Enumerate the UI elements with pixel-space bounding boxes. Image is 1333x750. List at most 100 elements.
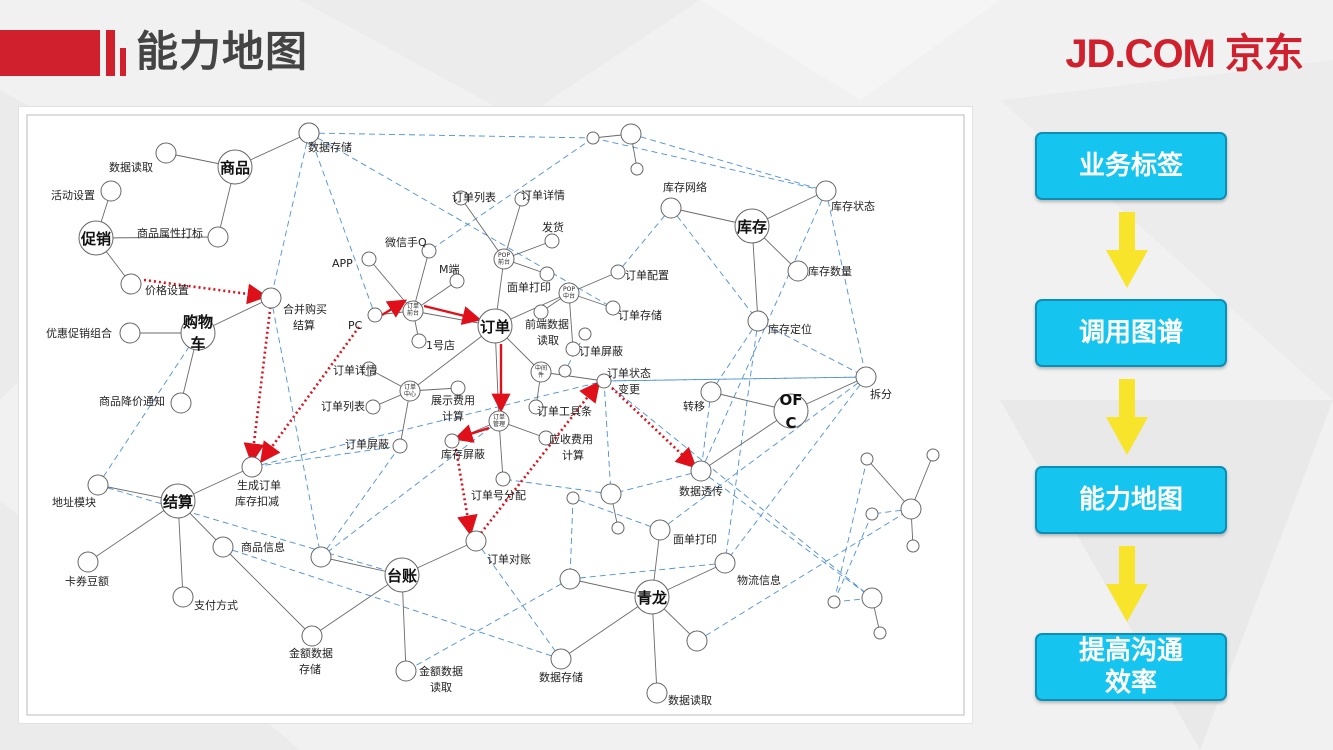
- node-label: 订单详情: [521, 188, 565, 202]
- graph-node: [538, 430, 554, 446]
- dashed-edge: [592, 137, 827, 192]
- solid-edge: [700, 410, 792, 472]
- hub-label-stock: 库存: [737, 218, 767, 236]
- graph-node: [544, 233, 560, 249]
- node-label: 数据存储: [308, 140, 352, 154]
- node-label: 拆分: [870, 387, 892, 401]
- solid-edge: [866, 458, 912, 510]
- graph-node: [865, 507, 879, 521]
- dashed-edge: [825, 190, 867, 378]
- node-label: 价格设置: [145, 283, 189, 297]
- graph-node: [399, 380, 421, 402]
- node-label: 订单号分配: [471, 489, 526, 502]
- node-label: 计算: [562, 448, 584, 462]
- node-label: 库存屏蔽: [441, 447, 485, 461]
- graph-node: [180, 315, 216, 351]
- node-label: 面单打印: [507, 280, 551, 294]
- graph-node: [620, 123, 642, 145]
- graph-node: [528, 399, 544, 415]
- dashed-edge: [308, 132, 614, 309]
- highlight-arrow: [611, 387, 697, 469]
- graph-node: [734, 208, 770, 244]
- graph-node: [365, 399, 381, 415]
- node-label: 金额数据: [289, 646, 333, 660]
- hub-label-qinglong: 青龙: [637, 589, 667, 607]
- down-arrow-icon: [1106, 546, 1148, 622]
- graph-nodes: [77, 122, 940, 704]
- graph-node: [550, 648, 572, 670]
- node-label: 订单列表: [452, 190, 496, 204]
- node-label: 库存状态: [831, 199, 875, 213]
- dashed-edge: [270, 132, 310, 299]
- graph-node: [493, 248, 515, 270]
- dashed-edge: [251, 445, 401, 468]
- node-label: 发货: [542, 220, 564, 234]
- graph-node: [906, 539, 920, 553]
- dashed-edge: [270, 297, 322, 558]
- dashed-edge: [833, 458, 868, 603]
- flow-step-label: 提高沟通 效率: [1078, 636, 1183, 698]
- node-label: 订单屏蔽: [345, 438, 389, 451]
- graph-node: [449, 273, 465, 289]
- highlight-arrow: [259, 326, 361, 464]
- highlight-edges: [143, 278, 697, 537]
- node-label: 应收费用: [549, 432, 593, 446]
- graph-node: [900, 498, 922, 520]
- node-label: 订单详情: [333, 363, 377, 377]
- hub-label-settle: 结算: [163, 493, 193, 511]
- dashed-edge: [320, 420, 500, 558]
- node-label: 库存数量: [808, 264, 852, 278]
- graph-node: [610, 264, 626, 280]
- hub-label-ledger: 台账: [387, 567, 417, 585]
- dashed-edge: [97, 484, 403, 576]
- node-label: 变更: [618, 382, 640, 396]
- dashed-edge: [475, 540, 562, 660]
- node-label: 合并购买: [283, 302, 327, 316]
- graph-node: [212, 536, 234, 558]
- solid-edge: [560, 596, 653, 660]
- graph-node: [155, 142, 177, 164]
- dashed-edge: [724, 320, 759, 564]
- dashed-edge: [428, 137, 594, 252]
- dashed-edge: [871, 508, 912, 515]
- jd-logo: JD.COM 京东: [1065, 32, 1304, 76]
- node-tiny-label: 订单前台: [407, 302, 419, 317]
- graph-node: [217, 149, 253, 185]
- graph-node: [453, 190, 469, 206]
- graph-node: [241, 456, 263, 478]
- node-label: 物流信息: [737, 573, 781, 587]
- node-label: 优惠促销组合: [46, 326, 112, 340]
- graph-node: [450, 380, 466, 396]
- graph-node: [566, 491, 580, 505]
- node-label: 活动设置: [51, 189, 95, 202]
- node-label: 商品降价通知: [99, 394, 165, 408]
- dashed-edge: [569, 562, 726, 580]
- graph-node: [395, 660, 417, 682]
- node-label: 读取: [537, 333, 559, 347]
- dashed-edge: [659, 376, 867, 531]
- node-label: 数据读取: [668, 693, 712, 707]
- flow-step-label: 能力地图: [1078, 485, 1183, 515]
- graph-node: [873, 626, 887, 640]
- node-label: 前端数据: [525, 317, 569, 331]
- graph-node: [634, 579, 670, 615]
- graph-node: [586, 131, 600, 145]
- node-label: M端: [439, 263, 460, 276]
- graph-node: [690, 460, 712, 482]
- node-label: 数据读取: [109, 160, 153, 174]
- flow-step-call-graph: 调用图谱: [1035, 299, 1227, 367]
- graph-node: [686, 630, 708, 652]
- solid-edge: [222, 546, 313, 637]
- node-label: PC: [348, 319, 363, 332]
- graph-node: [87, 474, 109, 496]
- graph-node: [815, 180, 837, 202]
- graph-node: [444, 433, 460, 449]
- dashed-edge: [569, 497, 574, 580]
- graph-node: [605, 300, 621, 316]
- highlight-arrow: [453, 424, 490, 443]
- node-label: 库存定位: [768, 322, 812, 336]
- node-tiny-label: 中间件: [535, 364, 547, 379]
- hub-label-ofc: OF: [780, 391, 803, 409]
- graph-node: [120, 273, 142, 295]
